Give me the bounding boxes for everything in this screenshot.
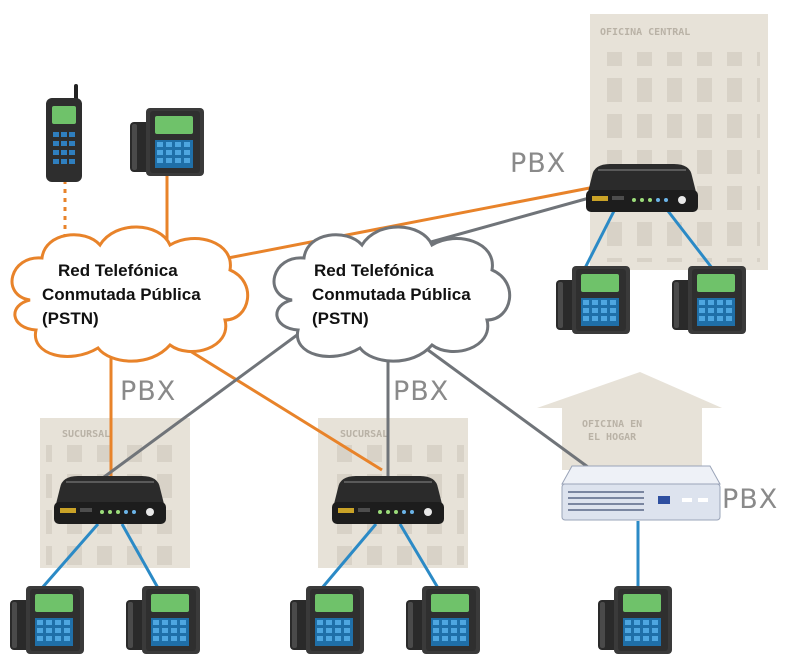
- desk-phone-icon-branch-left-1: [10, 586, 84, 654]
- gray-cloud-line1: Red Telefónica: [314, 261, 434, 280]
- orange-pstn-links: [63, 176, 601, 478]
- home-office-building: OFICINA EN EL HOGAR: [537, 372, 722, 470]
- central-lan-link-left: [583, 210, 616, 269]
- mobile-phone-icon: [46, 84, 82, 182]
- gray-pstn-to-home-pbx-link: [427, 348, 593, 472]
- pbx-device-icon-central: [585, 163, 699, 213]
- home-office-label-line1: OFICINA EN: [582, 419, 642, 430]
- pstn-cloud-gray: Red Telefónica Conmutada Pública (PSTN): [272, 225, 512, 363]
- desk-phone-icon-central-right: [672, 266, 746, 334]
- gray-cloud-line2: Conmutada Pública: [312, 285, 471, 304]
- pstn-to-branch-mid-pbx-orange-link: [181, 344, 383, 472]
- pbx-device-icon-branch-mid: [331, 475, 445, 525]
- central-office-building: OFICINA CENTRAL: [590, 14, 768, 270]
- branch-left-label: SUCURSAL: [62, 429, 110, 440]
- desk-phone-icon-branch-mid-1: [290, 586, 364, 654]
- lan-links: [40, 210, 714, 589]
- pstn-cloud-orange: Red Telefónica Conmutada Pública (PSTN): [10, 225, 250, 363]
- branch-mid-lan-link-right: [398, 523, 440, 589]
- branch-left-lan-link-left: [40, 523, 100, 589]
- desk-phone-icon-top: [130, 108, 204, 176]
- desk-phone-icon-central-left: [556, 266, 630, 334]
- home-office-label-line2: EL HOGAR: [588, 432, 637, 443]
- branch-mid-lan-link-left: [320, 523, 378, 589]
- gray-cloud-line3: (PSTN): [312, 309, 369, 328]
- pbx-label-branch-mid: PBX: [393, 376, 449, 407]
- desk-phone-icon-branch-left-2: [126, 586, 200, 654]
- orange-cloud-line1: Red Telefónica: [58, 261, 178, 280]
- pbx-label-branch-left: PBX: [120, 376, 176, 407]
- gray-pstn-to-branch-left-pbx-link: [99, 322, 313, 482]
- orange-cloud-line3: (PSTN): [42, 309, 99, 328]
- central-office-label: OFICINA CENTRAL: [600, 27, 690, 38]
- gray-pstn-to-central-pbx-link: [419, 193, 601, 247]
- pbx-device-icon-branch-left: [53, 475, 167, 525]
- branch-left-lan-link-right: [120, 523, 160, 589]
- central-lan-link-right: [666, 210, 714, 269]
- pbx-label-central: PBX: [510, 148, 566, 179]
- branch-mid-label: SUCURSAL: [340, 429, 388, 440]
- orange-cloud-line2: Conmutada Pública: [42, 285, 201, 304]
- gray-pstn-links: [99, 193, 601, 482]
- pbx-rack-icon-home: [561, 465, 721, 521]
- pstn-to-central-pbx-orange-link: [227, 184, 601, 260]
- desk-phone-icon-home: [598, 586, 672, 654]
- desk-phone-icon-branch-mid-2: [406, 586, 480, 654]
- pbx-label-home: PBX: [722, 484, 778, 515]
